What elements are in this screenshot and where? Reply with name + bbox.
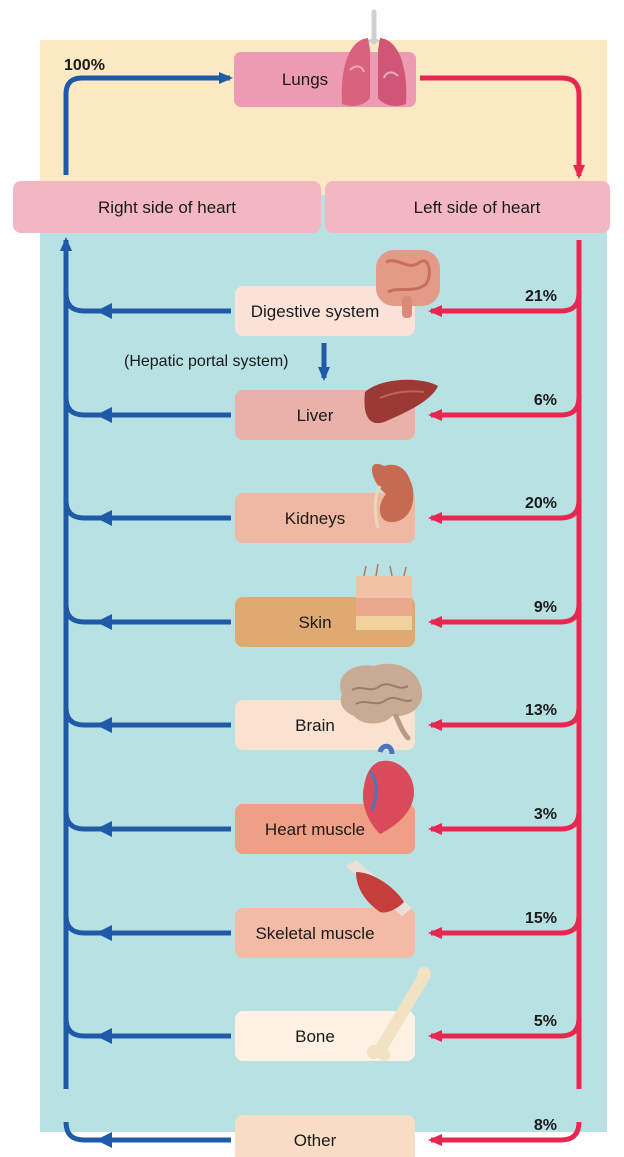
kidneys-label: Kidneys xyxy=(285,509,345,528)
lungs-percent: 100% xyxy=(64,57,105,74)
kidneys-percent: 20% xyxy=(525,495,557,512)
hepatic-portal-label: (Hepatic portal system) xyxy=(124,353,289,370)
other-return-arrowhead xyxy=(96,1132,112,1148)
brain-label: Brain xyxy=(295,716,335,735)
right-heart-label: Right side of heart xyxy=(98,198,236,217)
skeletal-muscle-percent: 15% xyxy=(525,910,557,927)
skeletal-muscle-label: Skeletal muscle xyxy=(255,924,374,943)
other-percent: 8% xyxy=(534,1117,557,1134)
digestive-label: Digestive system xyxy=(251,302,379,321)
digestive-percent: 21% xyxy=(525,288,557,305)
liver-label: Liver xyxy=(297,406,334,425)
heart-muscle-label: Heart muscle xyxy=(265,820,365,839)
other-label: Other xyxy=(294,1131,337,1150)
liver-percent: 6% xyxy=(534,392,557,409)
bone-percent: 5% xyxy=(534,1013,557,1030)
bone-label: Bone xyxy=(295,1027,335,1046)
skin-label: Skin xyxy=(298,613,331,632)
left-heart-label: Left side of heart xyxy=(414,198,541,217)
lungs-label: Lungs xyxy=(282,70,328,89)
heart-muscle-percent: 3% xyxy=(534,806,557,823)
brain-percent: 13% xyxy=(525,702,557,719)
skin-percent: 9% xyxy=(534,599,557,616)
